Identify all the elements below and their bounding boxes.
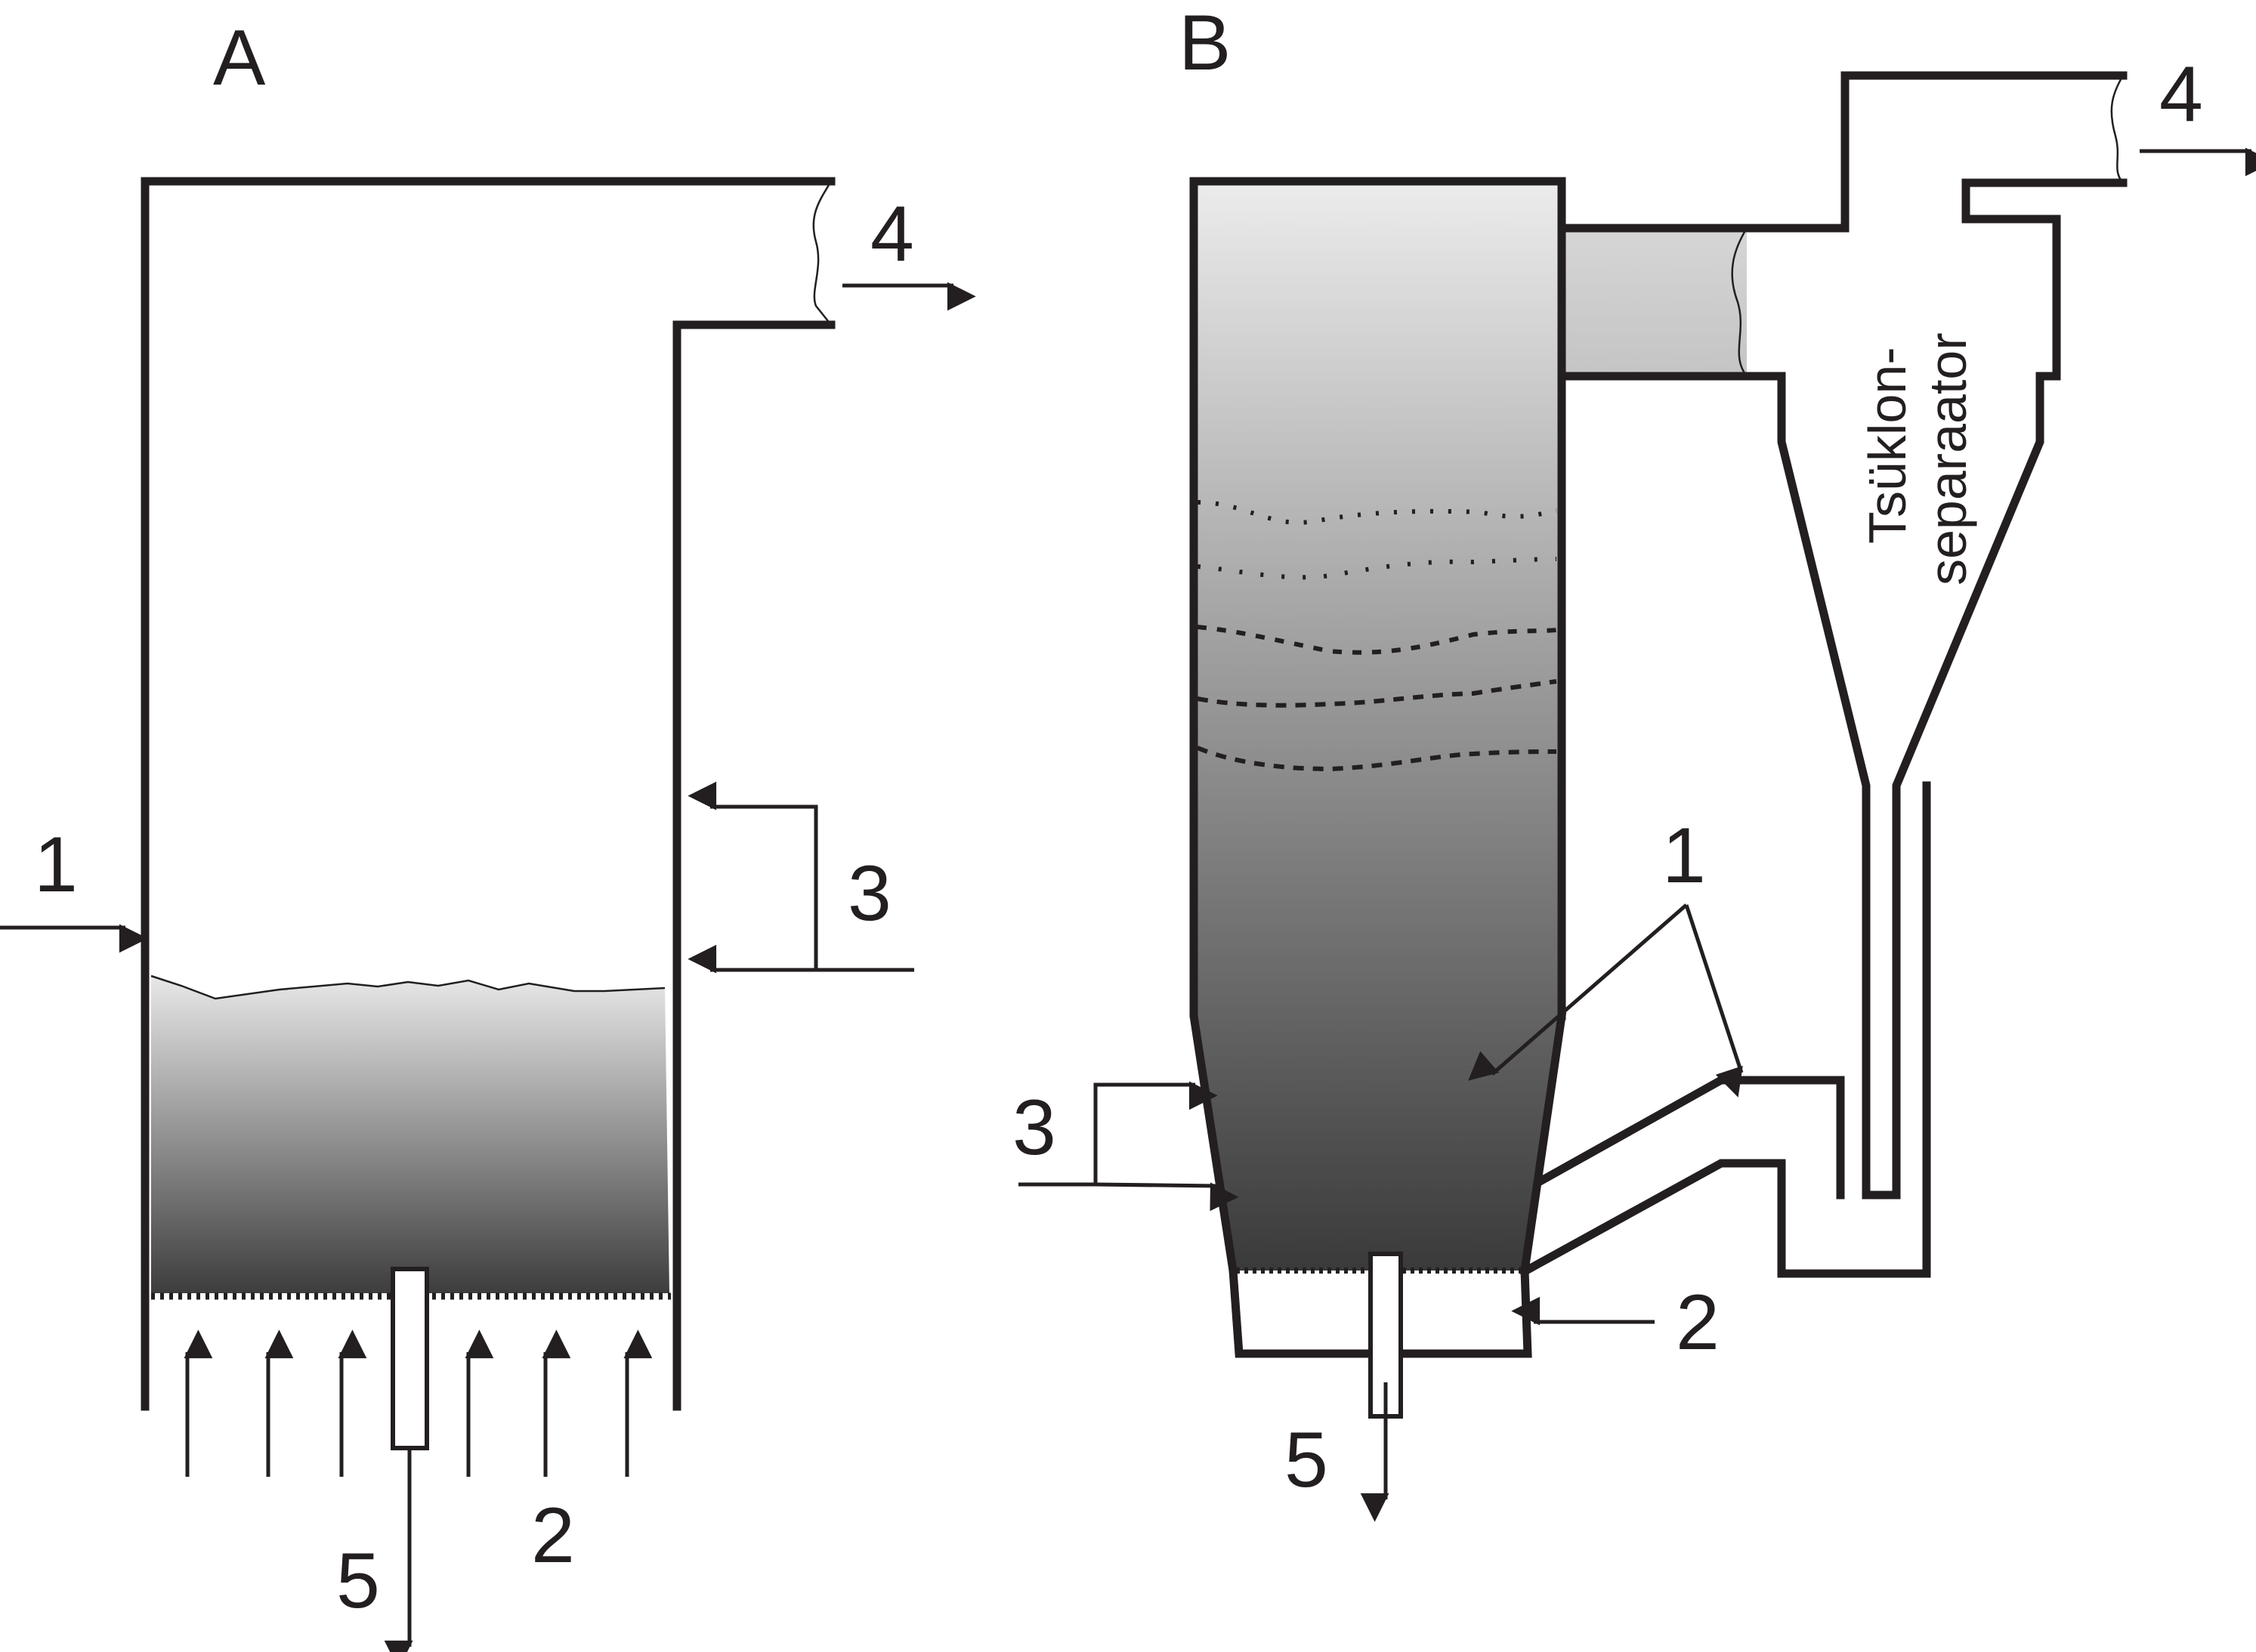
panel-b-riser-fill <box>1194 181 1562 1271</box>
panel-a-label-3: 3 <box>848 850 892 937</box>
panel-a-air-arrows <box>184 1329 653 1477</box>
panel-b-label-5: 5 <box>1284 1416 1328 1504</box>
dashed-stratum <box>1197 625 1557 655</box>
panel-b-arrow-3-bracket <box>1018 1081 1218 1187</box>
panel-a-vessel-right-wall <box>672 320 836 1411</box>
panel-a-fluidized-bed <box>151 976 669 1293</box>
panel-b-title: B <box>1179 0 1231 87</box>
panel-a-bed-surface <box>150 974 666 1000</box>
panel-b-duct-fill <box>1565 228 1747 376</box>
panel-a-outlet-break <box>812 181 833 326</box>
panel-b-label-3: 3 <box>1012 1084 1056 1172</box>
panel-a-title: A <box>213 14 266 102</box>
panel-b: B Tsüklon- separaator <box>1012 0 2256 1522</box>
panel-b-arrow-1b <box>1684 904 1744 1098</box>
panel-b-return-leg-outer <box>1520 781 1931 1278</box>
panel-a-vessel-wall <box>141 177 836 1411</box>
panel-b-duct-break <box>1731 227 1748 377</box>
panel-a-label-4: 4 <box>870 190 914 278</box>
panel-b-return-leg <box>1535 1076 1845 1200</box>
panel-b-top-duct-lower <box>1557 178 2128 1200</box>
panel-a-label-2: 2 <box>531 1492 575 1579</box>
panel-b-label-1: 1 <box>1662 812 1706 900</box>
panel-a: A 1 3 4 5 <box>0 14 976 1652</box>
cyclone-label-line1: Tsüklon- <box>1858 347 1917 544</box>
panel-a-label-5: 5 <box>336 1537 380 1625</box>
panel-a-label-1: 1 <box>34 821 78 909</box>
cyclone-label-line2: separaator <box>1918 332 1977 585</box>
dashed-stratum <box>1197 679 1557 708</box>
panel-b-riser-cone-right <box>1519 1011 1567 1276</box>
panel-b-label-2: 2 <box>1676 1279 1720 1366</box>
panel-b-top-duct <box>1557 71 2128 233</box>
panel-b-arrow-3 <box>1095 1182 1239 1212</box>
panel-a-ash-pipe <box>391 1267 429 1450</box>
dashed-stratum <box>1196 746 1557 772</box>
panel-b-outlet-break <box>2110 75 2125 184</box>
panel-b-bed-strata <box>1196 500 1557 772</box>
panel-a-arrow-3-bracket <box>688 781 914 972</box>
panel-b-arrow-1a <box>1468 903 1688 1081</box>
panel-b-label-4: 4 <box>2159 51 2203 138</box>
dotted-stratum <box>1197 557 1557 580</box>
